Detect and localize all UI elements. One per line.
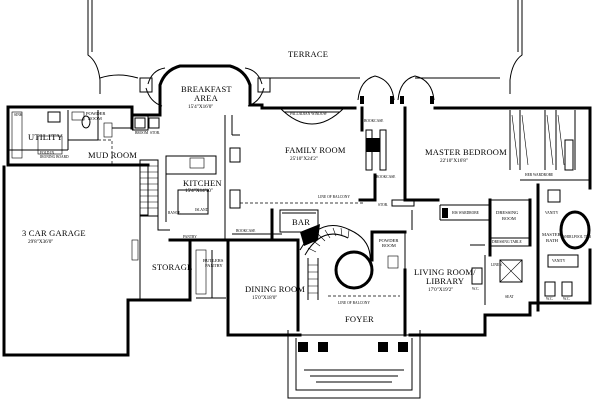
powder-lower-1: POWDER: [379, 238, 399, 243]
powder-upper-1: POWDER: [86, 111, 106, 116]
stor-note: STOR.: [150, 131, 160, 135]
dining-room-dim: 15'0"X18'0": [252, 295, 277, 301]
kitchen-block: [130, 113, 241, 242]
ironing-board-note: IRONING BOARD: [40, 155, 69, 159]
utility-label: UTILITY: [28, 132, 63, 142]
sto-note: STOR.: [378, 203, 388, 207]
wc-note-3: W.C.: [472, 287, 479, 291]
terrace-outline: [87, 0, 523, 94]
vanity-note-2: VANITY: [552, 259, 566, 263]
balcony-upper-note: LINE OF BALCONY: [318, 195, 350, 199]
garage-dim: 29'8"X36'0": [28, 239, 53, 245]
breakfast-bay: [139, 64, 271, 107]
family-room-block: [232, 106, 387, 204]
wc-note-1: W.C.: [546, 297, 553, 301]
pantry-note: PANTRY: [183, 235, 197, 239]
master-bath-label-2: BATH: [546, 238, 559, 243]
foyer-label: FOYER: [345, 314, 374, 324]
linen-note: LINEN: [491, 263, 502, 267]
family-room-dim: 25'10"X24'2": [290, 156, 318, 162]
wc-note-2: W.C.: [563, 297, 570, 301]
butlers-label-2: PANTRY: [205, 263, 223, 268]
breakfast-label-1: BREAKFAST: [181, 84, 232, 94]
bar-label: BAR: [292, 217, 310, 227]
terrace-piers: [357, 75, 435, 104]
her-wardrobe-note: HER WARDROBE: [525, 173, 554, 177]
living-room-block: [403, 210, 485, 337]
family-room-label: FAMILY ROOM: [285, 145, 346, 155]
sink-note: SINK: [14, 113, 23, 117]
powder-lower-2: ROOM: [382, 243, 396, 248]
front-porch: [287, 330, 421, 399]
terrace-label: TERRACE: [288, 49, 328, 59]
whirlpool-note: WHIRLPOOL TUB: [562, 235, 592, 239]
seat-note: SEAT: [505, 295, 514, 299]
living-label-2: LIBRARY: [426, 276, 464, 286]
bookcase-note-2: BOOKCASE: [376, 175, 396, 179]
dressing-table-note: DRESSING TABLE: [492, 240, 523, 244]
dining-room-block: [226, 233, 300, 332]
kitchen-label: KITCHEN: [183, 178, 222, 188]
island-note: ISLAND: [195, 208, 209, 212]
mud-room-label: MUD ROOM: [88, 150, 137, 160]
his-wardrobe-note: HIS WARDROBE: [452, 211, 480, 215]
kitchen-dim: 15'4"X14'10": [185, 188, 213, 194]
fold-in-note: FOLD IN: [40, 151, 54, 155]
master-bedroom-label: MASTER BEDROOM: [425, 147, 507, 157]
living-label-1: LIVING ROOM/: [414, 267, 476, 277]
breakfast-label-2: AREA: [194, 93, 219, 103]
master-bath-label-1: MASTER: [542, 232, 562, 237]
palladian-note: PALLADIAN WINDOW: [290, 112, 327, 116]
vanity-note-1: VANITY: [545, 211, 559, 215]
utility-block: [8, 110, 132, 165]
powder-upper-2: ROOM: [88, 116, 102, 121]
range-note: RANGE: [168, 211, 181, 215]
bookcase-note-lower: BOOKCASE: [236, 229, 256, 233]
service-stairs: [139, 159, 159, 217]
dressing-label-2: ROOM: [502, 216, 516, 221]
dressing-label-1: DRESSING: [496, 210, 519, 215]
living-dim: 17'0"X19'2": [428, 287, 453, 293]
balcony-lower-note: LINE OF BALCONY: [338, 301, 370, 305]
storage-label: STORAGE: [152, 262, 192, 272]
outer-walls: [2, 103, 592, 357]
master-bedroom-dim: 22'10"X16'8": [440, 158, 468, 164]
master-suite-block: [391, 106, 591, 312]
garage-label: 3 CAR GARAGE: [22, 228, 86, 238]
powder-lower-block: [370, 230, 407, 270]
dining-room-label: DINING ROOM: [245, 284, 305, 294]
bookcase-note-1: BOOKCASE: [364, 119, 384, 123]
grand-stair: [299, 224, 400, 300]
storage-block: [140, 238, 226, 302]
broom-note: BROOM: [135, 131, 149, 135]
breakfast-dim: 15'4"X16'0": [188, 104, 213, 110]
butlers-label-1: BUTLERS: [203, 258, 224, 263]
